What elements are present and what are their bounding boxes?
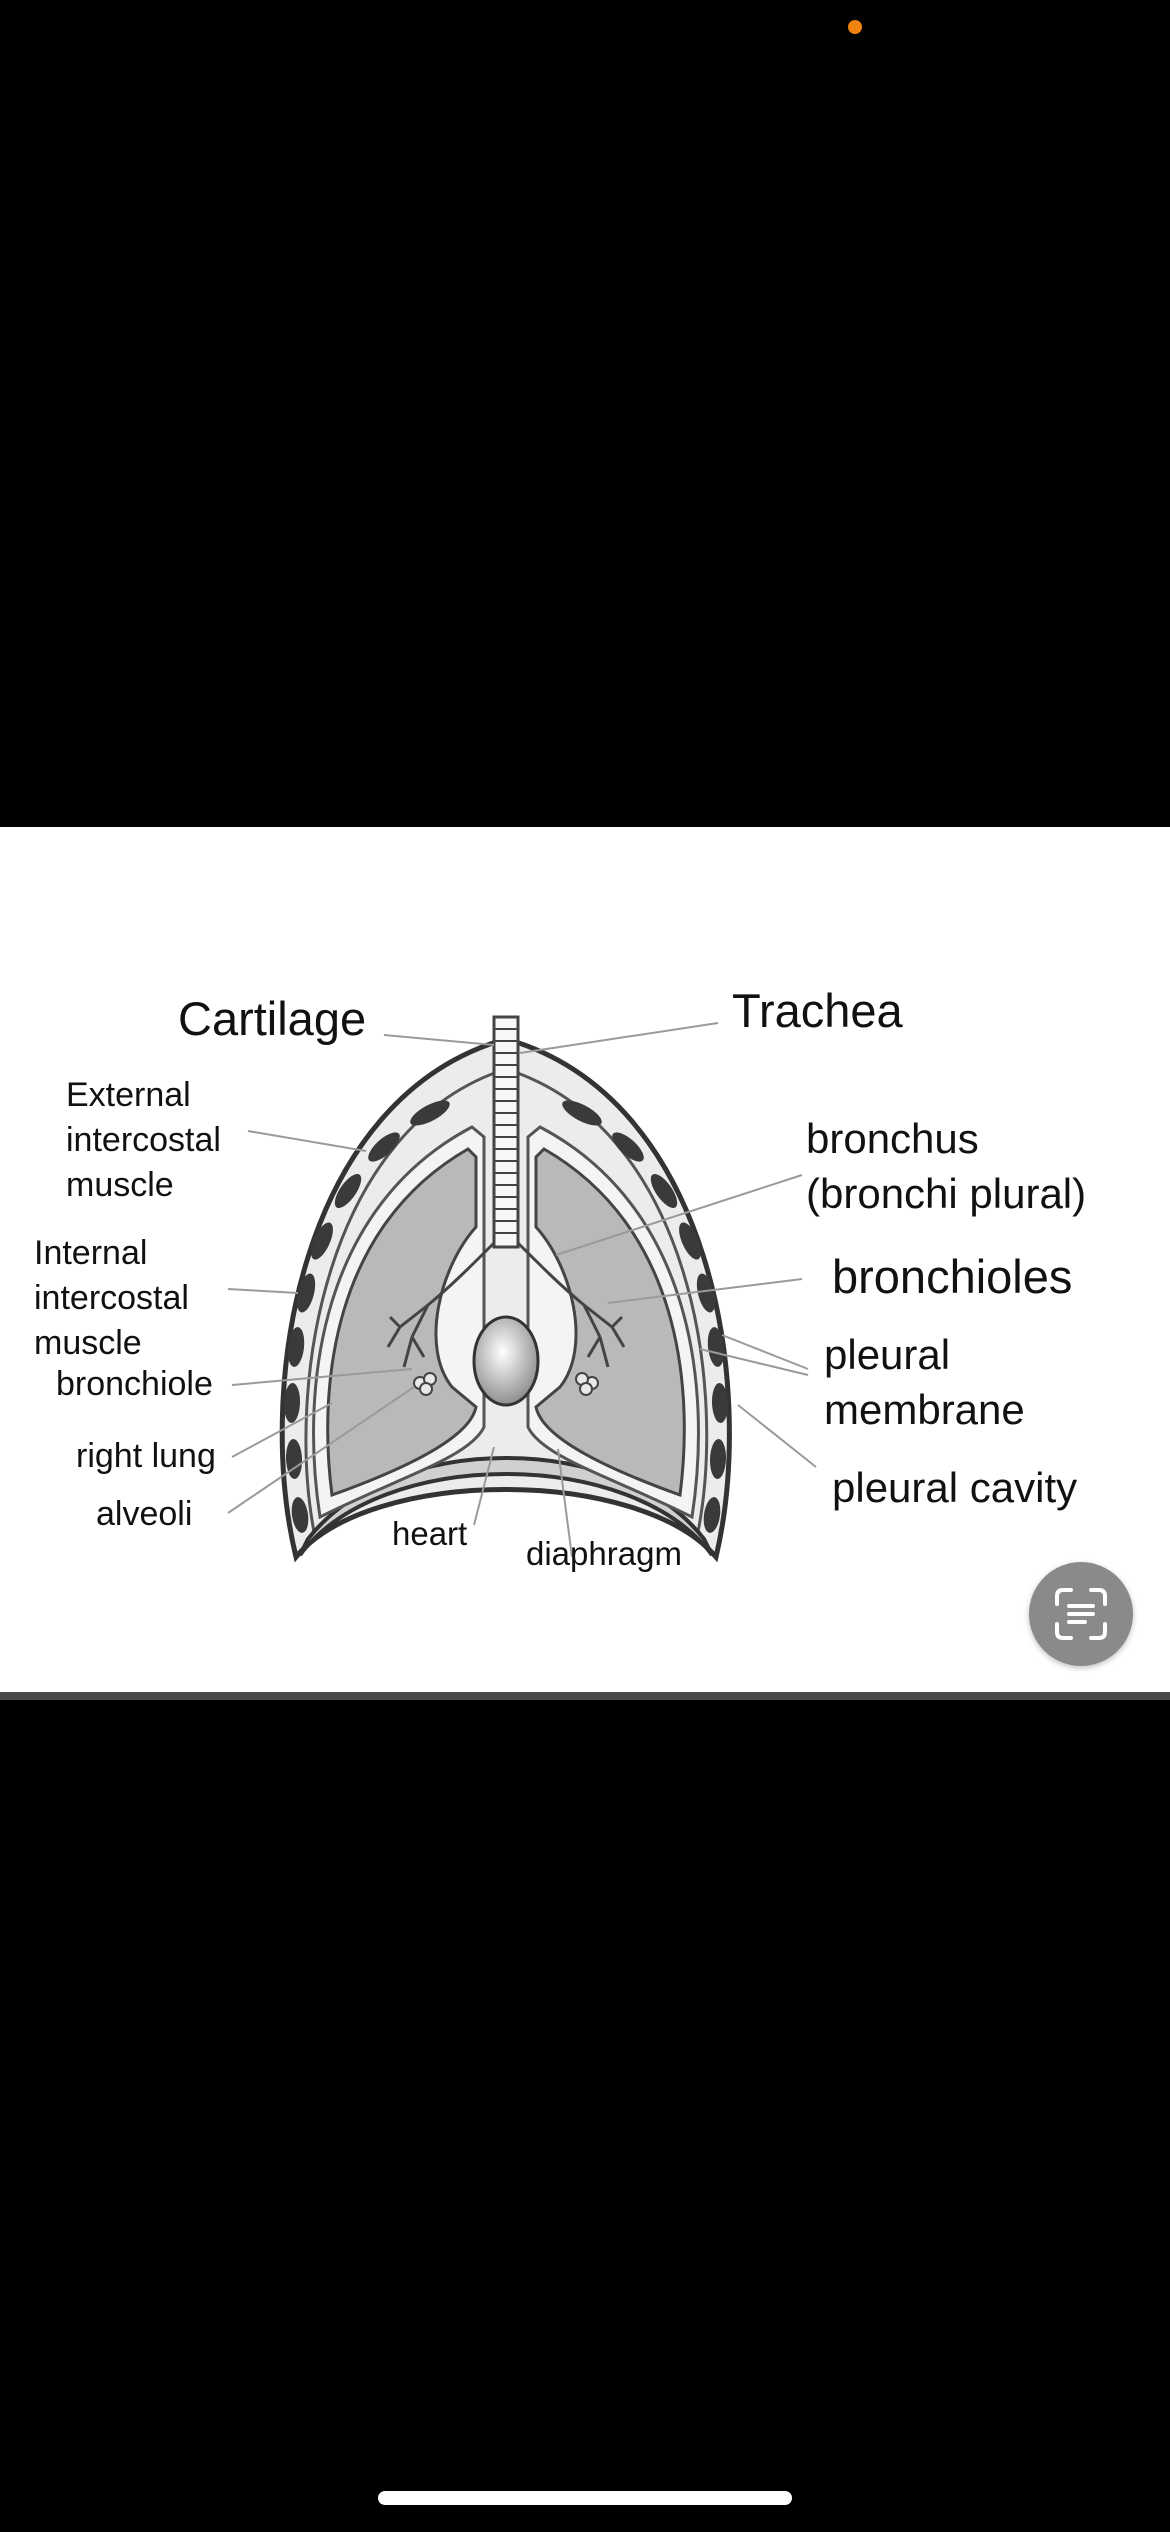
label-external-intercostal-muscle: External intercostal muscle <box>66 1076 221 1204</box>
label-cartilage: Cartilage <box>178 992 367 1045</box>
alveoli-clusters <box>413 1372 599 1396</box>
left-lung-shape <box>534 1147 686 1498</box>
label-right-lung: right lung <box>76 1437 216 1475</box>
leader-lines <box>227 1022 817 1558</box>
bronchi-branches <box>386 1241 626 1368</box>
label-bronchiole: bronchiole <box>56 1365 213 1403</box>
lung-diagram-illustration <box>227 1015 817 1563</box>
label-trachea: Trachea <box>732 984 903 1037</box>
label-pleural-cavity: pleural cavity <box>832 1464 1078 1511</box>
label-bronchioles: bronchioles <box>832 1250 1073 1303</box>
label-heart: heart <box>392 1515 468 1552</box>
privacy-indicator-dot <box>848 20 862 34</box>
label-diaphragm: diaphragm <box>526 1535 682 1572</box>
ribs <box>283 1100 729 1533</box>
photo-viewer-image[interactable]: Cartilage Trachea External intercostal m… <box>0 827 1170 1697</box>
live-text-scan-icon <box>1055 1588 1107 1640</box>
right-lung-shape <box>326 1147 478 1498</box>
trachea-tube <box>492 1015 520 1249</box>
home-indicator[interactable] <box>378 2491 792 2505</box>
photo-bottom-edge <box>0 1692 1170 1700</box>
label-internal-intercostal-muscle: Internal intercostal muscle <box>34 1234 189 1362</box>
live-text-button[interactable] <box>1029 1562 1133 1666</box>
label-pleural-membrane: pleural membrane <box>824 1331 1025 1434</box>
label-bronchus: bronchus (bronchi plural) <box>806 1115 1087 1218</box>
label-alveoli: alveoli <box>96 1495 193 1533</box>
heart-shape <box>472 1315 540 1407</box>
